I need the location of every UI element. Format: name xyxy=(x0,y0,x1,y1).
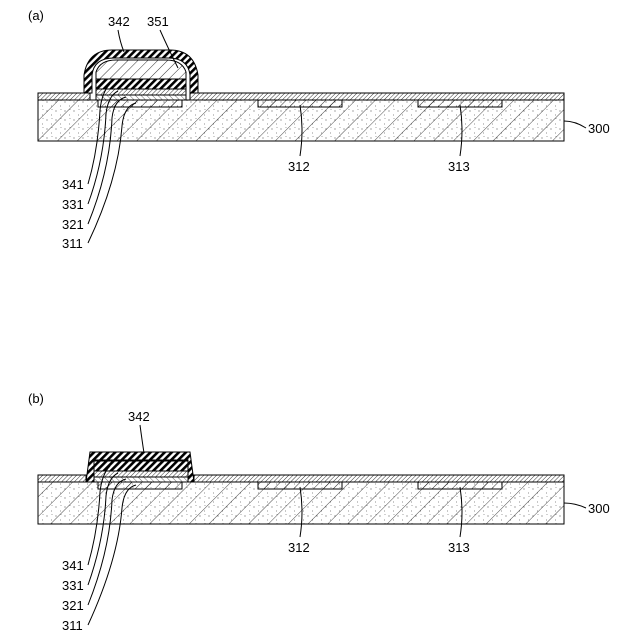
panel-label: (b) xyxy=(28,391,44,406)
label-341: 341 xyxy=(62,177,84,192)
label-321: 321 xyxy=(62,598,84,613)
leader-342 xyxy=(140,425,144,453)
label-313: 313 xyxy=(448,540,470,555)
layer-331 xyxy=(94,471,188,477)
label-341: 341 xyxy=(62,558,84,573)
cap-351 xyxy=(96,60,186,79)
label-312: 312 xyxy=(288,159,310,174)
panel-a: (a) 342 351 300 312 xyxy=(28,8,610,251)
electrode-311 xyxy=(98,100,182,107)
layer-331 xyxy=(96,89,186,95)
label-313: 313 xyxy=(448,159,470,174)
panel-b: (b) 342 300 312 313 341 33 xyxy=(28,391,610,633)
label-311: 311 xyxy=(62,618,83,633)
label-342: 342 xyxy=(108,14,130,29)
label-311: 311 xyxy=(62,236,83,251)
label-321: 321 xyxy=(62,217,84,232)
label-300: 300 xyxy=(588,501,610,516)
leader-300 xyxy=(564,503,586,508)
leader-300 xyxy=(564,121,586,128)
layer-321 xyxy=(94,477,188,482)
label-312: 312 xyxy=(288,540,310,555)
label-331: 331 xyxy=(62,197,84,212)
surface-film-right xyxy=(194,475,564,482)
label-351: 351 xyxy=(147,14,169,29)
surface-film-right xyxy=(190,93,564,100)
surface-film-left xyxy=(38,475,86,482)
electrode-311 xyxy=(98,482,182,489)
layer-341 xyxy=(94,461,188,471)
label-300: 300 xyxy=(588,121,610,136)
leader-342 xyxy=(118,30,124,52)
label-342: 342 xyxy=(128,409,150,424)
label-331: 331 xyxy=(62,578,84,593)
surface-film-left xyxy=(38,93,90,100)
panel-label: (a) xyxy=(28,8,44,23)
